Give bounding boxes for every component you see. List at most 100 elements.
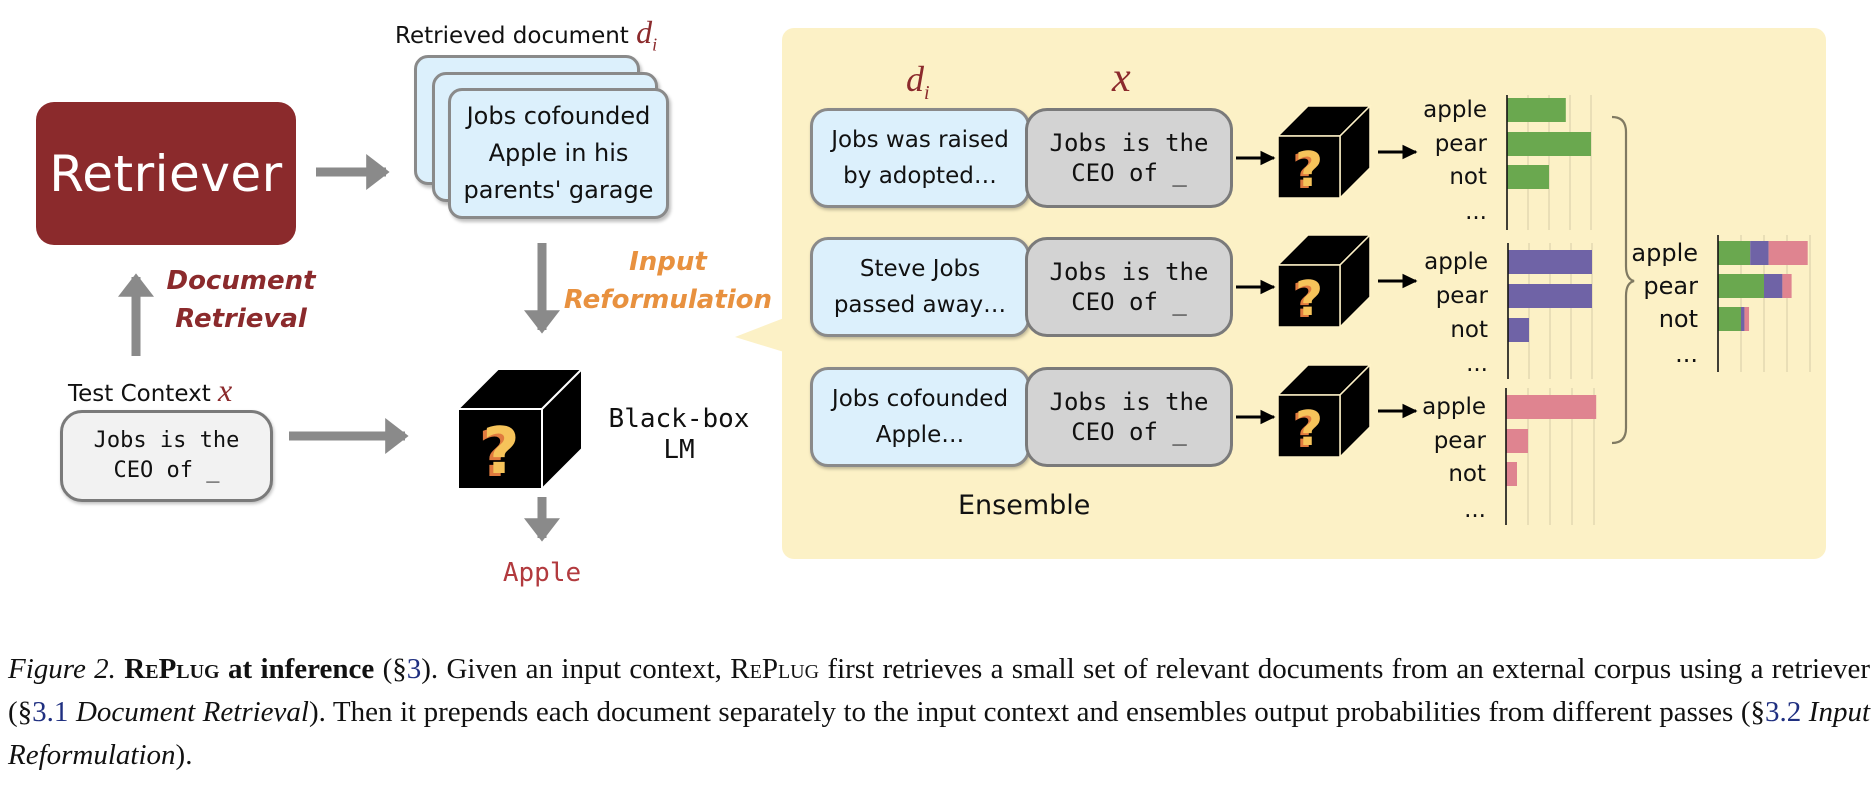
doc-card-front: Jobs cofounded Apple in his parents' gar… — [448, 88, 669, 219]
svg-text:?: ? — [1292, 273, 1320, 329]
pass-doc-line: Apple… — [875, 422, 965, 448]
document-retrieval-label-line: Retrieval — [175, 304, 307, 334]
pass-doc-box: Steve Jobs passed away… — [810, 237, 1030, 337]
context-symbol-x: x — [218, 372, 233, 408]
col-header-doc: di — [906, 58, 930, 105]
chart-bar — [1506, 462, 1517, 486]
caption-section-link[interactable]: 3 — [406, 653, 422, 685]
chart-bar-segment — [1718, 241, 1751, 265]
black-box-cube-icon: ?? — [1276, 363, 1372, 459]
pass-context-box: Jobs is the CEO of _ — [1025, 108, 1233, 208]
chart-bar — [1508, 250, 1592, 274]
ensemble-label: Ensemble — [958, 490, 1091, 521]
black-box-lm-label-line: LM — [663, 435, 695, 465]
pass-context-box: Jobs is the CEO of _ — [1025, 237, 1233, 337]
caption-text: (§ — [374, 653, 407, 685]
figure-caption: Figure 2. RePlug at inference (§3). Give… — [8, 648, 1870, 777]
token-label: ... — [1464, 497, 1486, 523]
token-label: apple — [1422, 394, 1486, 420]
caption-section-link[interactable]: 3.1 — [32, 696, 69, 728]
token-label: apple — [1423, 97, 1487, 123]
svg-text:?: ? — [1292, 144, 1320, 200]
output-label: Apple — [502, 558, 582, 588]
chart-bar-segment — [1718, 274, 1764, 298]
doc-text-line: Apple in his — [488, 139, 629, 167]
svg-text:?: ? — [1295, 401, 1323, 457]
pass-doc-line: Steve Jobs — [859, 256, 981, 282]
pass-context-box: Jobs is the CEO of _ — [1025, 367, 1233, 467]
token-label: not — [1450, 317, 1488, 343]
panel-callout-pointer — [735, 318, 784, 352]
black-box-cube-icon: ?? — [1276, 233, 1372, 329]
pass-doc-line: Jobs was raised — [831, 127, 1009, 153]
test-context-title: Test Context x — [68, 372, 232, 409]
pass-context-line: CEO of _ — [1071, 288, 1187, 316]
retriever-label: Retriever — [49, 144, 283, 203]
caption-italic-term: Document Retrieval — [68, 696, 309, 728]
svg-text:?: ? — [1295, 142, 1323, 198]
black-box-lm-cube-icon: ? ? — [455, 366, 585, 492]
pass-context-line: CEO of _ — [1071, 159, 1187, 187]
black-box-lm-label-line: Black-box — [608, 404, 750, 434]
input-reformulation-label-line: Input — [629, 247, 707, 277]
chart-bar-segment — [1741, 307, 1745, 331]
chart-bar-segment — [1750, 241, 1769, 265]
doc-symbol-d: d — [636, 14, 653, 50]
black-box-cube-icon: ?? — [1276, 104, 1372, 200]
svg-text:?: ? — [482, 415, 519, 489]
black-box-lm-label: Black-box LM — [596, 404, 762, 466]
ensemble-brace — [1611, 115, 1635, 445]
input-reformulation-label: Input Reformulation — [558, 243, 778, 319]
svg-text:?: ? — [1295, 271, 1323, 327]
caption-section-link[interactable]: 3.2 — [1765, 696, 1802, 728]
col-header-doc-d: d — [906, 59, 924, 99]
chart-bar-segment — [1718, 307, 1741, 331]
chart-bar — [1507, 98, 1566, 122]
chart-bar-segment — [1764, 274, 1783, 298]
caption-text: ). Then it prepends each document separa… — [308, 696, 1765, 728]
pass-context-line: Jobs is the — [1049, 388, 1209, 416]
pass-doc-line: passed away… — [833, 292, 1007, 318]
chart-bar — [1508, 284, 1592, 308]
caption-figure-label: Figure 2. — [8, 653, 116, 685]
retrieved-doc-title-text: Retrieved document — [395, 23, 629, 49]
pass-doc-box: Jobs was raised by adopted… — [810, 108, 1030, 208]
document-retrieval-label: Document Retrieval — [156, 262, 326, 338]
test-context-title-text: Test Context — [68, 381, 211, 407]
caption-title: at inference — [219, 653, 375, 685]
token-label: apple — [1424, 249, 1488, 275]
doc-symbol-i: i — [652, 34, 658, 55]
col-header-doc-i: i — [924, 82, 930, 105]
token-label: not — [1449, 164, 1487, 190]
retriever-box: Retriever — [36, 102, 296, 245]
token-label: pear — [1434, 131, 1487, 157]
test-context-box: Jobs is the CEO of _ — [60, 410, 273, 502]
chart-bar-segment — [1782, 274, 1792, 298]
token-label: not — [1658, 305, 1698, 333]
svg-text:?: ? — [1292, 403, 1320, 459]
svg-text:?: ? — [478, 418, 515, 492]
pass-context-line: Jobs is the — [1049, 258, 1209, 286]
caption-text: first retrieves a small set of relevant … — [8, 653, 1871, 728]
pass-context-line: CEO of _ — [1071, 418, 1187, 446]
chart-bar — [1507, 132, 1591, 156]
pass-context-line: Jobs is the — [1049, 129, 1209, 157]
document-retrieval-label-line: Document — [166, 266, 316, 296]
chart-bar — [1506, 395, 1597, 419]
token-label: ... — [1675, 340, 1698, 368]
doc-text-line: Jobs cofounded — [466, 102, 651, 130]
token-label: ... — [1465, 199, 1487, 225]
caption-text: ). — [175, 739, 193, 771]
context-text-line: Jobs is the — [93, 428, 240, 453]
pass-doc-line: by adopted… — [843, 163, 997, 189]
caption-text: ). Given an input context, — [421, 653, 731, 685]
token-label: apple — [1631, 239, 1698, 267]
pass-doc-line: Jobs cofounded — [831, 386, 1009, 412]
doc-text-line: parents' garage — [463, 176, 654, 204]
token-label: pear — [1643, 272, 1698, 300]
chart-bar — [1506, 429, 1528, 453]
context-text-line: CEO of _ — [113, 458, 220, 483]
token-label: ... — [1466, 351, 1488, 377]
